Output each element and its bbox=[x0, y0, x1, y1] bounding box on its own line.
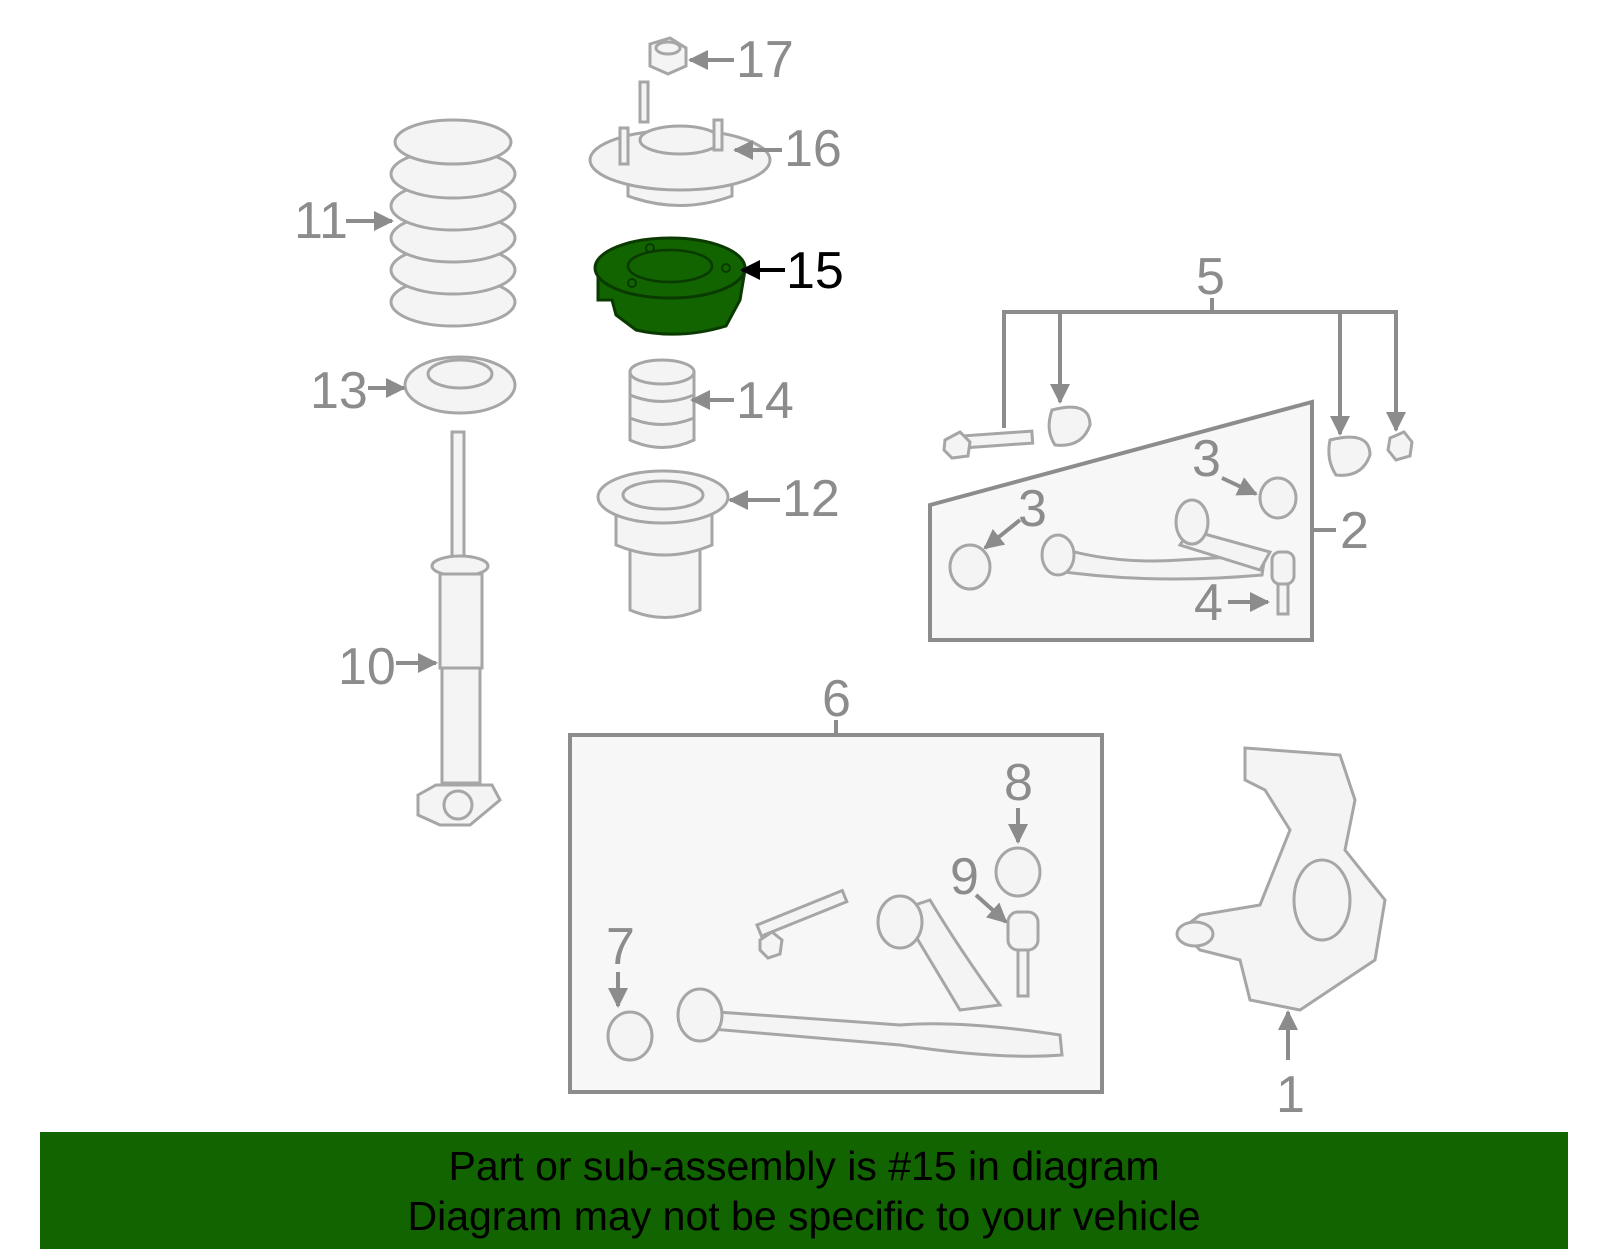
callout-14: 14 bbox=[736, 372, 794, 430]
callout-11: 11 bbox=[294, 192, 348, 250]
callout-3-lower: 3 bbox=[1018, 480, 1047, 538]
part-16-strut-mount bbox=[588, 80, 772, 207]
callout-9: 9 bbox=[950, 848, 979, 906]
callout-13: 13 bbox=[310, 362, 368, 420]
part-1-steering-knuckle bbox=[1175, 746, 1387, 1012]
part-15-spring-insulator-highlighted bbox=[593, 236, 747, 336]
callout-10: 10 bbox=[338, 638, 396, 696]
callout-4: 4 bbox=[1194, 574, 1223, 632]
callout-12: 12 bbox=[782, 470, 840, 528]
callout-2: 2 bbox=[1340, 502, 1369, 560]
banner-line-1: Part or sub-assembly is #15 in diagram bbox=[448, 1143, 1160, 1189]
part-17-nut bbox=[648, 36, 688, 76]
callout-15-highlighted: 15 bbox=[786, 242, 844, 300]
callout-8: 8 bbox=[1004, 754, 1033, 812]
suspension-parts-diagram: 17 16 15 14 12 11 13 10 5 3 3 2 4 6 7 8 … bbox=[294, 31, 1414, 1124]
part-12-dust-shield bbox=[596, 469, 730, 619]
part-13-lower-insulator bbox=[403, 355, 517, 415]
part-2-upper-control-arm-kit bbox=[928, 399, 1314, 642]
callout-16: 16 bbox=[784, 120, 842, 178]
callout-3-upper: 3 bbox=[1192, 430, 1221, 488]
callout-7: 7 bbox=[606, 918, 635, 976]
banner-line-2: Diagram may not be specific to your vehi… bbox=[407, 1193, 1201, 1239]
part-5-hardware bbox=[942, 298, 1414, 477]
callout-6: 6 bbox=[822, 670, 851, 728]
part-10-shock-absorber bbox=[416, 430, 502, 827]
part-14-jounce-bumper bbox=[628, 358, 696, 449]
info-banner: Part or sub-assembly is #15 in diagram D… bbox=[40, 1132, 1568, 1249]
callout-5: 5 bbox=[1196, 248, 1225, 306]
callout-1: 1 bbox=[1276, 1066, 1305, 1124]
callout-17: 17 bbox=[736, 31, 794, 89]
part-6-lower-control-arm-kit bbox=[568, 733, 1104, 1094]
part-11-coil-spring bbox=[389, 118, 517, 328]
